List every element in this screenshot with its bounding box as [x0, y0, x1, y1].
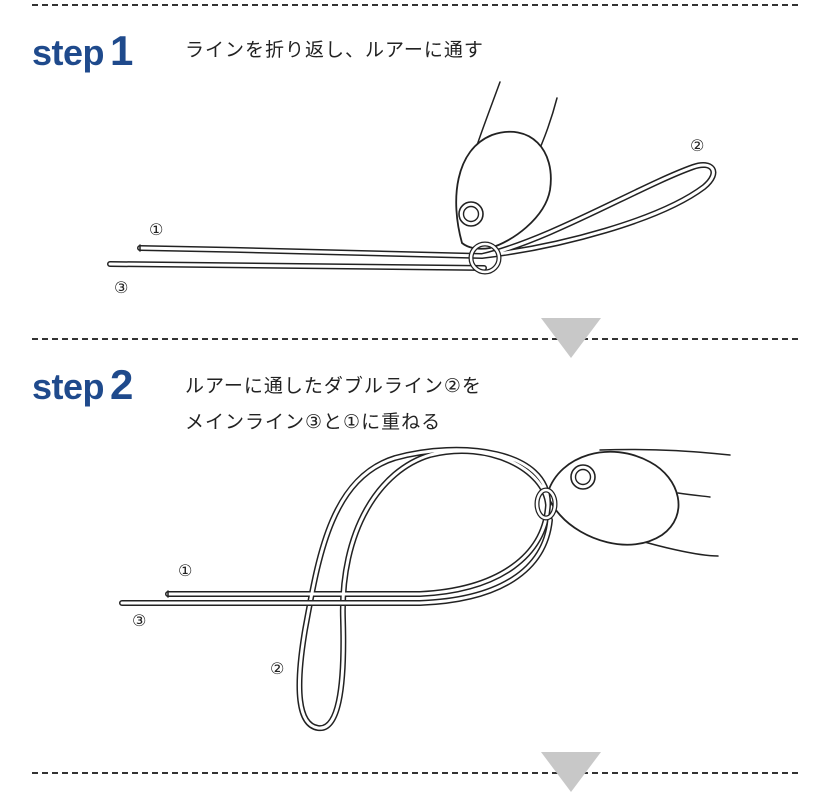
down-arrow-icon — [541, 752, 601, 792]
step1-mark-one: ① — [149, 220, 164, 239]
step1-number: 1 — [110, 27, 134, 74]
divider-middle — [32, 338, 798, 340]
step1-word: step — [32, 32, 105, 73]
step2-number: 2 — [110, 361, 134, 408]
split-ring-icon — [535, 488, 557, 520]
double-line-loop — [138, 163, 715, 258]
divider-bottom — [32, 772, 798, 774]
step1-mark-three: ③ — [114, 278, 129, 297]
lure-body — [547, 450, 680, 546]
lure-eye-icon — [462, 205, 480, 223]
finger-outline — [599, 448, 731, 456]
lure-eye-icon — [570, 464, 596, 490]
lure-detail — [677, 492, 711, 498]
step2-mark-one: ① — [178, 561, 193, 580]
lure-eye-icon — [574, 468, 592, 486]
step2-caption-line2: メインライン③と①に重ねる — [185, 411, 442, 433]
step2-mark-three: ③ — [132, 611, 147, 630]
step2-mark-two: ② — [270, 659, 285, 678]
double-line-loop — [166, 448, 550, 730]
step1-mark-two: ② — [690, 136, 705, 155]
step2-caption-line1: ルアーに通したダブルライン②を — [185, 375, 482, 397]
split-ring-icon — [469, 242, 501, 274]
step2-word: step — [32, 366, 105, 407]
divider-top — [32, 4, 798, 6]
down-arrow-icon — [541, 318, 601, 358]
main-line — [108, 262, 486, 270]
step1-caption: ラインを折り返し、ルアーに通す — [185, 39, 484, 61]
main-line — [120, 518, 552, 605]
lure-eye-icon — [458, 201, 484, 227]
